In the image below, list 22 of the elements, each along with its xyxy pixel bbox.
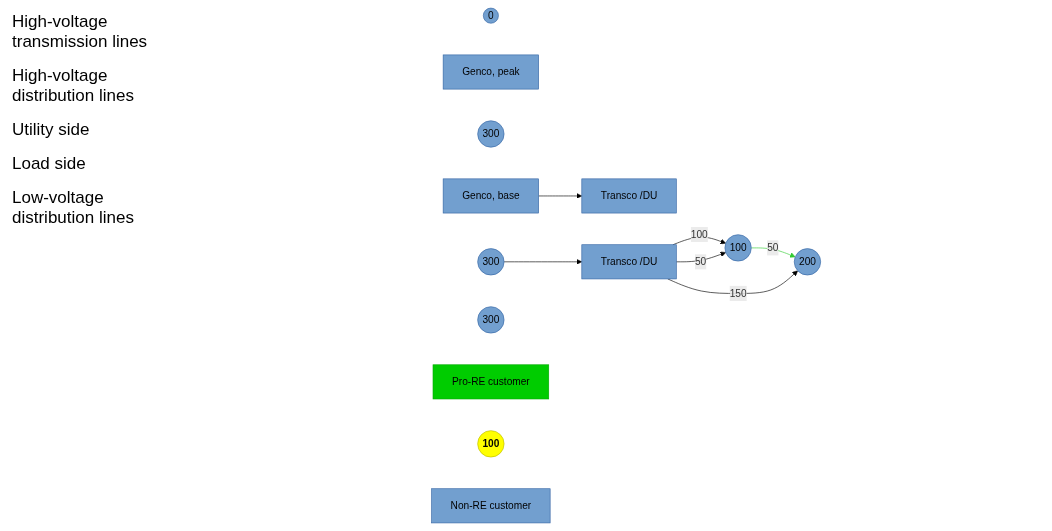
note-text: Load side [12,154,87,174]
edge-label: 100 [690,228,708,240]
node-box: Transco /DU [581,244,677,280]
note-text: Low-voltage distribution lines [12,188,135,228]
note-text: Utility side [12,120,91,140]
note-text: High-voltage distribution lines [12,66,135,106]
edge-label: 50 [767,242,779,253]
node-circle: 0 [482,7,499,24]
note-text: High-voltage transmission lines [12,12,149,52]
node-circle: 200 [793,248,821,276]
node-circle: 300 [477,306,505,334]
node-box: Non-RE customer [431,488,551,524]
edge-label: 50 [694,256,707,267]
node-circle: 100 [724,234,752,262]
node-circle: 100 [477,430,505,458]
node-circle: 300 [477,120,505,148]
node-circle: 300 [477,248,505,276]
edge-label: 150 [729,287,747,299]
node-box: Genco, peak [442,54,539,90]
node-box: Transco /DU [581,178,677,214]
node-box: Genco, base [442,178,539,214]
node-box: Pro-RE customer [432,364,549,400]
